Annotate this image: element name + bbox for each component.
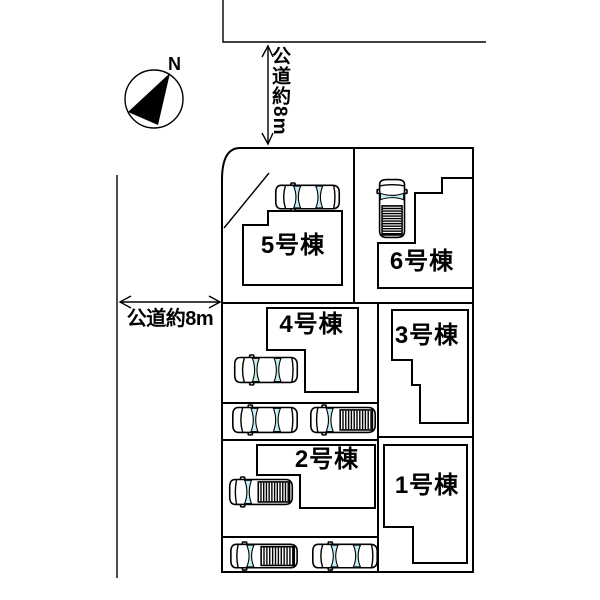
lot-1-label: 1号棟 xyxy=(394,472,460,499)
compass-circle xyxy=(124,69,184,129)
car-icon-lot2 xyxy=(229,476,293,508)
dimension-arrow-top-road xyxy=(261,44,274,146)
plot-boundary xyxy=(221,147,474,573)
car-icon-lot4 xyxy=(234,354,298,386)
left-road-width-label: 公道約8m xyxy=(126,308,214,330)
house-4-outline xyxy=(266,307,359,393)
north-arrow-icon xyxy=(124,69,184,129)
lot-5-label: 5号棟 xyxy=(260,232,326,259)
house-5-outline xyxy=(242,210,343,286)
car-icon-bottom-left xyxy=(230,541,298,571)
top-road-width-label: 公道約8m xyxy=(269,46,290,136)
dimension-arrow-left-road xyxy=(118,295,222,309)
car-icon-lot6 xyxy=(376,178,408,239)
car-icon-strip-right xyxy=(310,404,376,436)
north-label: N xyxy=(168,54,181,74)
house-6-outline xyxy=(377,177,474,289)
corner-chamfer-line xyxy=(223,172,270,229)
car-icon-bottom-right xyxy=(312,541,378,571)
house-2-outline xyxy=(256,444,376,509)
house-3-outline xyxy=(391,309,469,424)
compass-needle xyxy=(128,73,170,125)
lot-4-label: 4号棟 xyxy=(279,311,344,338)
house-1-outline xyxy=(383,444,468,564)
lot-3-label: 3号棟 xyxy=(394,322,460,349)
lot-6-label: 6号棟 xyxy=(389,248,455,275)
top-road-edge-line xyxy=(222,0,486,43)
lot-divider-lines xyxy=(222,148,473,572)
car-icon-lot5 xyxy=(275,182,340,212)
lot-2-label: 2号棟 xyxy=(294,446,360,473)
car-icon-strip-left xyxy=(232,404,298,436)
